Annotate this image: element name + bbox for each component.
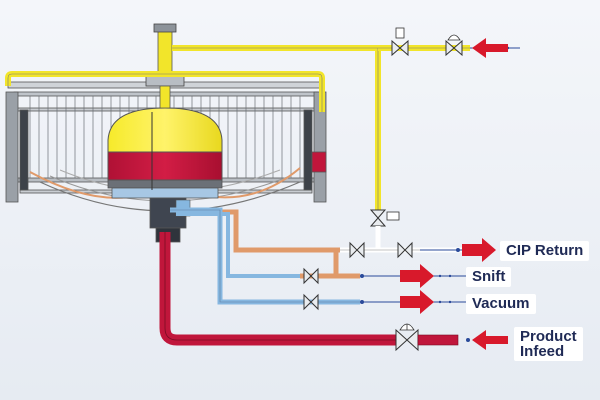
label-vacuum: Vacuum [466,294,536,314]
arrow-cip-return-icon [462,238,496,262]
label-snift: Snift [466,267,512,287]
label-cip-return: CIP Return [500,241,590,261]
snift-valve [303,267,319,285]
vacuum-line [170,207,470,311]
air-supply-line [172,27,520,227]
arrow-product-infeed-icon [472,330,508,350]
arrow-air-inlet-icon [472,38,508,58]
label-product-line1: Product [520,328,577,345]
air-valve-2 [445,34,463,57]
air-valve-1 [391,27,409,57]
product-bowl-dome [107,107,223,153]
arrow-snift-icon [400,264,434,288]
product-infeed-line [159,232,459,352]
arrow-vacuum-icon [400,290,434,314]
cip-valve-2 [397,241,413,259]
label-product-infeed: Product Infeed [514,327,583,361]
vacuum-valve [303,293,319,311]
product-bowl-liquid [107,151,223,181]
cip-valve-1 [349,241,365,259]
label-product-line2: Infeed [520,343,565,360]
product-valve [395,323,419,352]
air-vertical-valve [369,209,400,227]
